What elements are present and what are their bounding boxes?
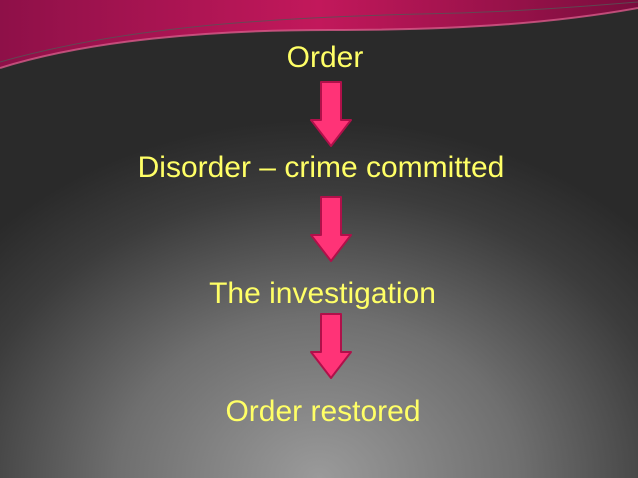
step-investigation: The investigation [209, 277, 436, 310]
step-order: Order [286, 41, 364, 74]
step-disorder: Disorder – crime committed [137, 151, 505, 184]
down-arrow-icon [310, 313, 352, 379]
decorative-swoosh [0, 0, 638, 69]
down-arrow-icon [310, 196, 352, 262]
step-order-restored: Order restored [225, 395, 421, 428]
down-arrow-icon [310, 81, 352, 147]
